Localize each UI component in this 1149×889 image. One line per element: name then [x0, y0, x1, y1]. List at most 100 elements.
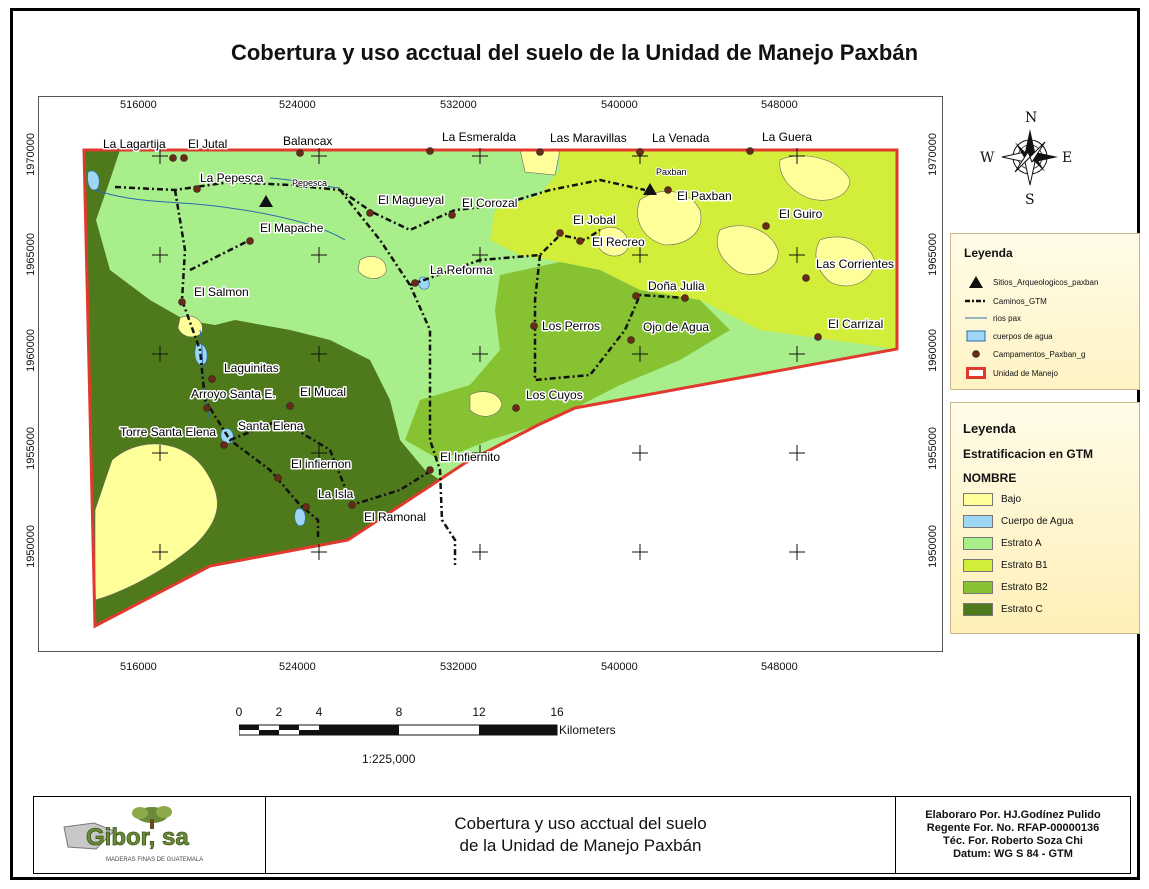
bajo-patch	[779, 155, 851, 201]
place-label: La Lagartija	[103, 137, 166, 151]
water-body	[294, 508, 306, 527]
place-label: El Infiernito	[440, 450, 500, 464]
river-line	[269, 177, 341, 189]
x-tick-top: 548000	[761, 99, 798, 111]
x-tick-top: 540000	[601, 99, 638, 111]
place-label: El infiernon	[291, 457, 351, 471]
river-line	[94, 189, 346, 241]
estrato-b1-area	[490, 150, 897, 349]
x-tick-bottom: 524000	[279, 661, 316, 673]
compass-s: S	[1025, 192, 1035, 208]
legend-item: cuerpos de agua	[965, 330, 1053, 342]
legend-field: NOMBRE	[963, 471, 1017, 485]
place-label: El Carrizal	[828, 317, 883, 331]
legend-subtitle: Estratificacion en GTM	[963, 447, 1094, 461]
place-label: La Venada	[652, 131, 710, 145]
x-tick-bottom: 532000	[440, 661, 477, 673]
place-label: Laguinitas	[224, 361, 279, 375]
color-swatch	[963, 559, 993, 572]
place-label: El Paxban	[677, 189, 732, 203]
place-label: La Esmeralda	[442, 130, 516, 144]
compass-rose: N S W E	[980, 110, 1072, 208]
place-label: El Jutal	[188, 137, 227, 151]
company-logo: Gibor, sa MADERAS FINAS DE GUATEMALA	[34, 797, 266, 873]
camp-dot-icon	[965, 348, 987, 360]
roads	[114, 178, 686, 565]
map-title: Cobertura y uso acctual del suelo de la …	[230, 40, 919, 65]
place-label: La Reforma	[430, 263, 493, 277]
x-tick-top: 524000	[279, 99, 316, 111]
place-label: El Jobal	[573, 213, 616, 227]
bajo-patch	[469, 391, 503, 417]
x-tick-top: 516000	[120, 99, 157, 111]
place-label: Doña Julia	[648, 279, 705, 293]
compass-w: W	[980, 150, 995, 166]
bajo-patch	[815, 236, 876, 287]
logo-text: Gibor, sa	[86, 824, 189, 851]
place-label: La Pepesca	[200, 171, 264, 185]
place-label: El Ramonal	[364, 510, 426, 524]
place-label: Balancax	[283, 134, 332, 148]
place-label: El Corozal	[462, 196, 517, 210]
place-label: Pepesca	[292, 178, 327, 188]
title-block: Gibor, sa MADERAS FINAS DE GUATEMALA Cob…	[33, 796, 1131, 874]
x-tick-bottom: 540000	[601, 661, 638, 673]
x-tick-top: 532000	[440, 99, 477, 111]
dashed-line-icon	[965, 295, 987, 307]
place-label: Paxban	[656, 167, 687, 177]
color-swatch	[963, 603, 993, 616]
bajo-patch	[597, 226, 629, 257]
place-label: Las Corrientes	[816, 257, 894, 271]
place-label: Ojo de Agua	[643, 320, 709, 334]
bajo-patch	[94, 443, 218, 601]
bajo-patch	[637, 191, 702, 246]
water-body	[87, 170, 100, 191]
x-tick-bottom: 548000	[761, 661, 798, 673]
compass-n: N	[1025, 110, 1037, 126]
legend-title: Leyenda	[963, 421, 1016, 436]
place-label: Santa Elena	[238, 419, 304, 433]
x-tick-bottom: 516000	[120, 661, 157, 673]
archaeological-site	[643, 183, 657, 195]
legend-item: Estrato B1	[963, 559, 1048, 572]
place-label: La Guera	[762, 130, 812, 144]
footer-credits: Elaboraro Por. HJ.Godínez Pulido Regente…	[925, 809, 1101, 860]
place-label: El Mucal	[300, 385, 346, 399]
place-label: La Isla	[318, 487, 354, 501]
logo-graphic: Gibor, sa MADERAS FINAS DE GUATEMALA	[54, 803, 244, 865]
legend-item: Estrato C	[963, 603, 1043, 616]
scale-unit: Kilometers	[559, 723, 616, 737]
color-swatch	[963, 537, 993, 550]
scale-bar: 0 2 4 8 12 16 Kilometers	[235, 705, 616, 737]
color-swatch	[963, 515, 993, 528]
grid-crosses	[152, 148, 805, 560]
place-label: El Mapache	[260, 221, 324, 235]
place-label: El Magueyal	[378, 193, 444, 207]
color-swatch	[963, 493, 993, 506]
water-box-icon	[965, 330, 987, 342]
bajo-patch	[716, 225, 779, 275]
place-label: Arroyo Santa E.	[191, 387, 276, 401]
color-swatch	[963, 581, 993, 594]
legend-item: Estrato B2	[963, 581, 1048, 594]
legend-strata: Leyenda Estratificacion en GTM NOMBRE Ba…	[950, 402, 1140, 634]
place-label: Las Maravillas	[550, 131, 627, 145]
scale-ratio: 1:225,000	[362, 752, 416, 766]
footer-title: Cobertura y uso acctual del suelo de la …	[266, 797, 896, 873]
place-label: El Recreo	[592, 235, 645, 249]
archaeological-site	[259, 195, 273, 207]
bajo-patch	[519, 150, 561, 176]
legend-item: Cuerpo de Agua	[963, 515, 1073, 528]
compass-e: E	[1062, 150, 1072, 166]
legend-item: Estrato A	[963, 537, 1042, 550]
legend-features: Leyenda Sitios_Arqueologicos_paxban Cami…	[950, 233, 1140, 390]
place-label: Torre Santa Elena	[120, 425, 216, 439]
bajo-patch	[357, 256, 387, 279]
camps	[169, 147, 822, 511]
scale-bar-graphic	[239, 724, 558, 736]
legend-item: Bajo	[963, 493, 1021, 506]
legend-item: Campamentos_Paxban_g	[965, 348, 1086, 360]
legend-title: Leyenda	[964, 246, 1013, 260]
logo-subtitle: MADERAS FINAS DE GUATEMALA	[106, 857, 203, 863]
